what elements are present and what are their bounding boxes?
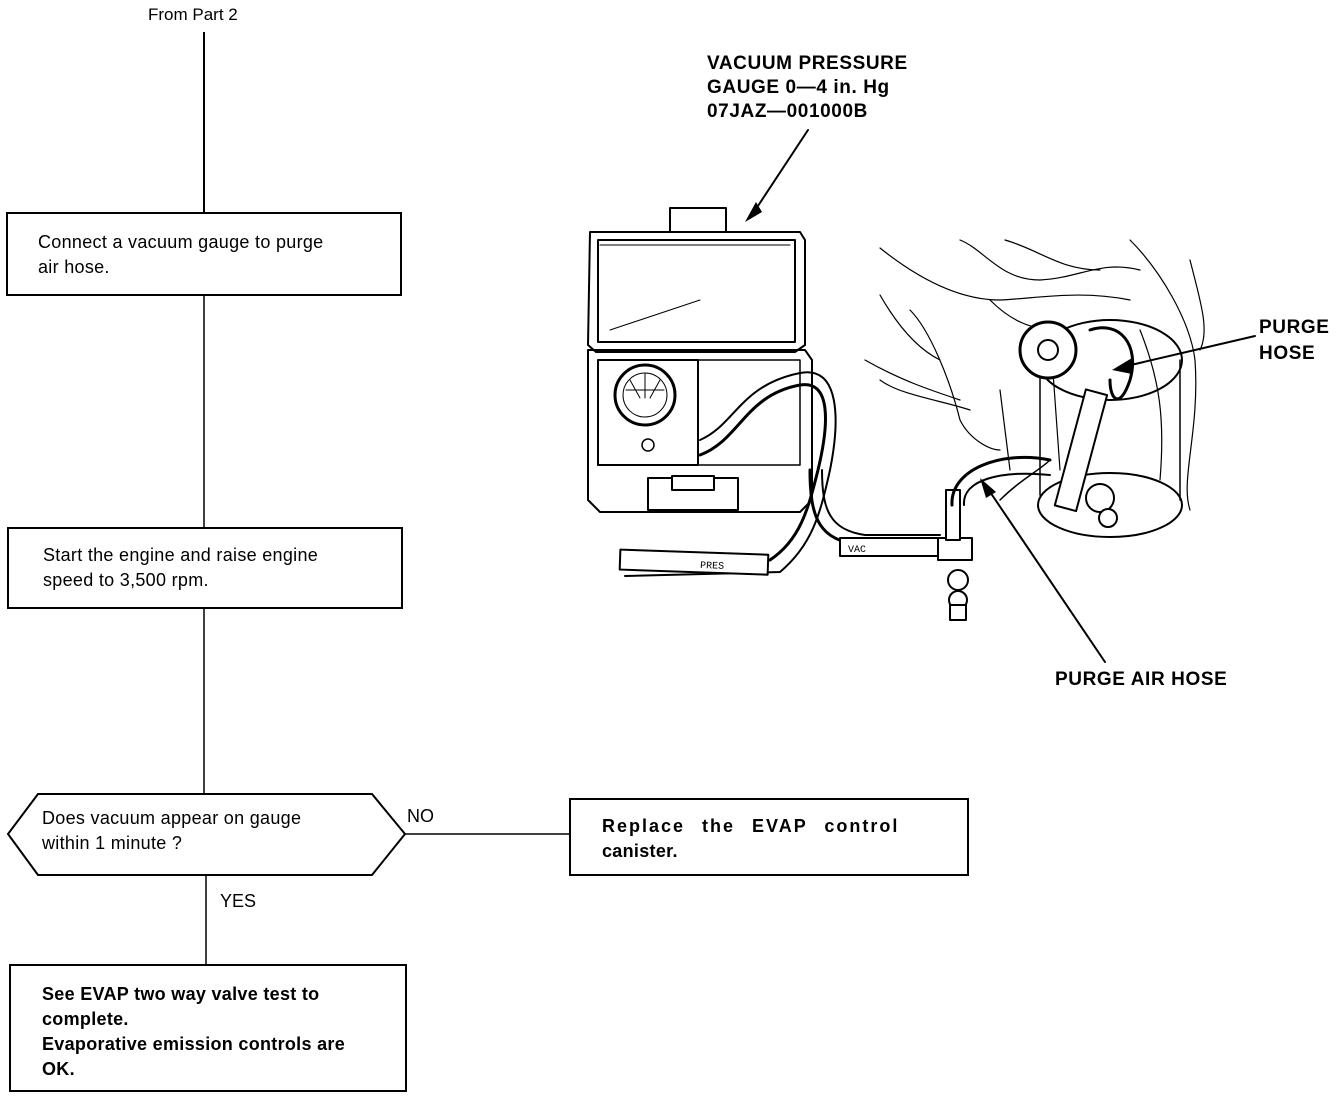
gauge-label: VACUUM PRESSURE GAUGE 0—4 in. Hg 07JAZ—0…: [707, 52, 908, 124]
replace-canister-line-1: Replace the EVAP control: [602, 816, 900, 836]
decision-question-line-1: Does vacuum appear on gauge: [42, 808, 302, 828]
gauge-dial: [613, 363, 677, 452]
purge-air-hose-line: [950, 455, 1052, 507]
engine-bay-sketch: [864, 239, 1205, 511]
step-connect-gauge-line-2: air hose.: [38, 257, 110, 277]
gauge-label-line-1: VACUUM PRESSURE: [707, 53, 908, 74]
from-part-label: From Part 2: [148, 5, 238, 24]
hose-tag-vacuum: VAC: [848, 545, 866, 556]
purge-air-hose-pointer: [983, 482, 1106, 663]
result-ok-line-2: complete.: [42, 1009, 129, 1029]
decision-question: Does vacuum appear on gauge within 1 min…: [42, 806, 301, 856]
purge-hose-pointer: [1117, 335, 1256, 369]
replace-canister-line-2: canister.: [602, 841, 678, 861]
replace-canister-box: Replace the EVAP control canister.: [569, 798, 969, 876]
result-ok-line-4: OK.: [42, 1059, 75, 1079]
decision-yes-label: YES: [220, 891, 257, 911]
hose-vacuum: [808, 468, 942, 547]
purge-hose-label: PURGE HOSE: [1259, 315, 1330, 367]
purge-hose-label-line-1: PURGE: [1259, 317, 1330, 338]
gauge-case-body: [587, 349, 813, 513]
decision-hexagon: [6, 793, 407, 876]
step-start-engine-box: Start the engine and raise engine speed …: [7, 527, 403, 609]
gauge-case-lid: [587, 207, 806, 353]
purge-hose-label-line-2: HOSE: [1259, 343, 1316, 364]
step-start-engine-line-2: speed to 3,500 rpm.: [43, 570, 209, 590]
step-start-engine-line-1: Start the engine and raise engine: [43, 545, 319, 565]
step-connect-gauge-line-1: Connect a vacuum gauge to purge: [38, 232, 324, 252]
decision-question-line-2: within 1 minute ?: [42, 833, 183, 853]
decision-no-label: NO: [407, 806, 434, 826]
result-ok-line-3: Evaporative emission controls are: [42, 1034, 346, 1054]
gauge-label-line-3: 07JAZ—001000B: [707, 101, 868, 122]
tee-fitting: [937, 489, 973, 621]
result-ok-line-1: See EVAP two way valve test to: [42, 984, 320, 1004]
step-connect-gauge-box: Connect a vacuum gauge to purge air hose…: [6, 212, 402, 296]
gauge-label-pointer: [749, 129, 809, 219]
result-ok-box: See EVAP two way valve test to complete.…: [9, 964, 407, 1092]
evap-canister: [999, 319, 1183, 538]
gauge-label-line-2: GAUGE 0—4 in. Hg: [707, 77, 890, 98]
hose-pressure: [623, 383, 827, 570]
purge-air-hose-label: PURGE AIR HOSE: [1055, 669, 1228, 690]
hose-tag-pressure: PRES: [700, 561, 724, 573]
